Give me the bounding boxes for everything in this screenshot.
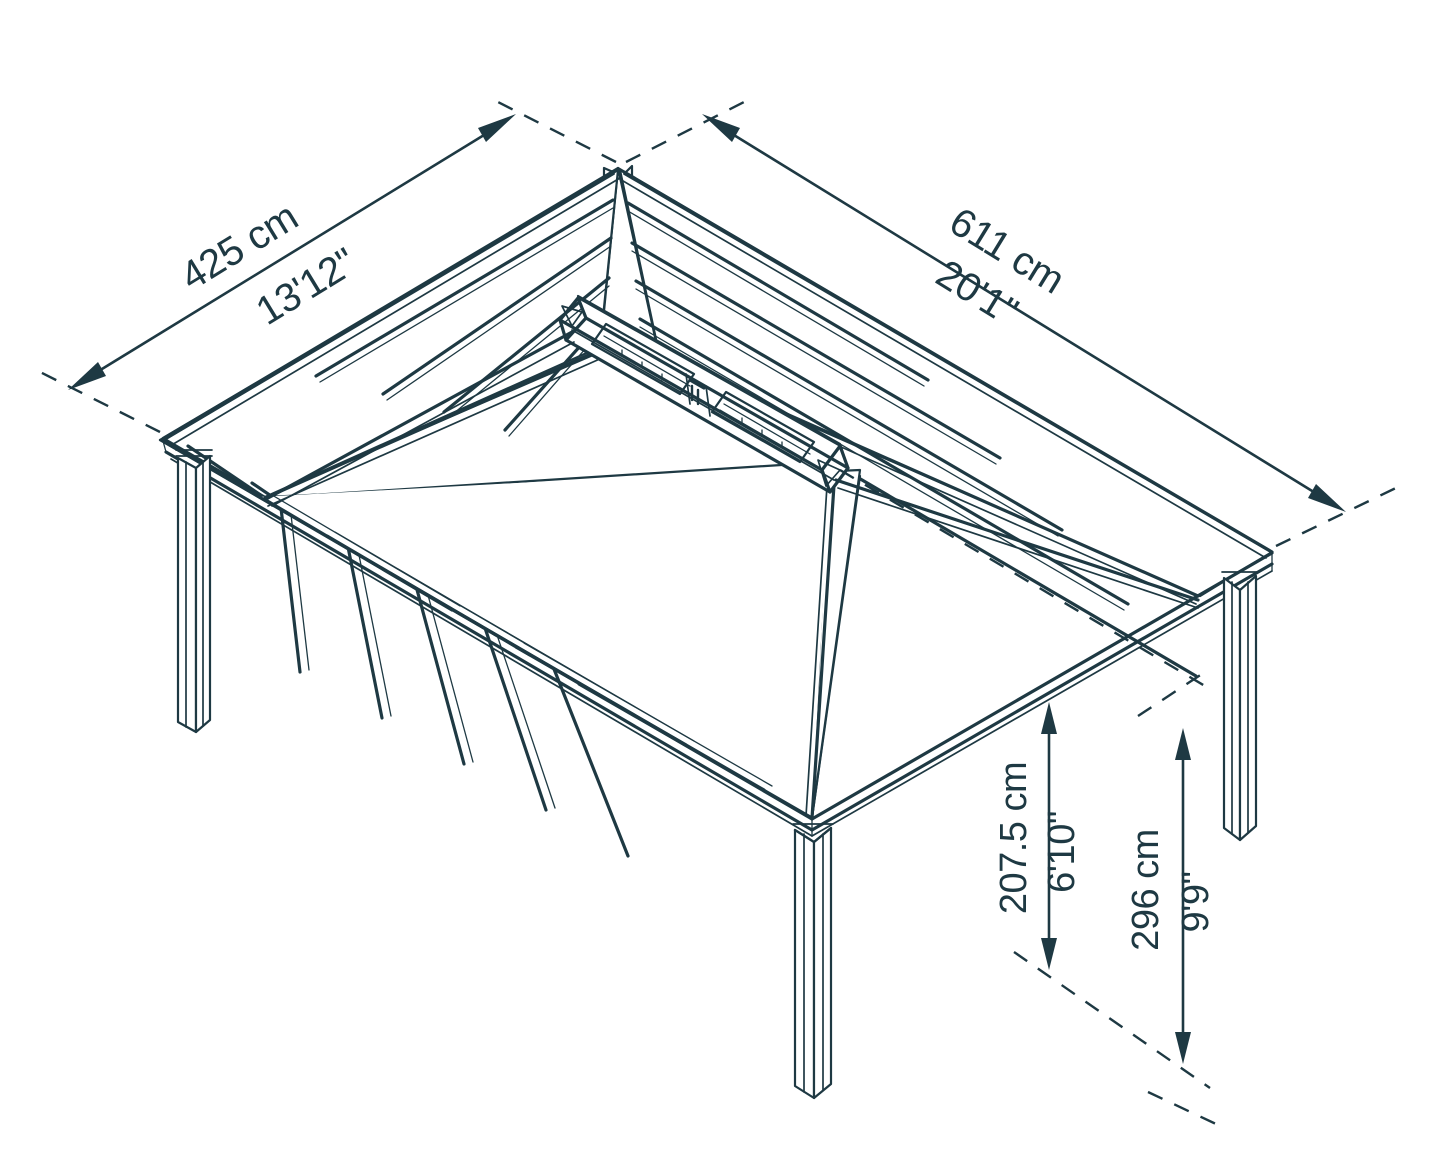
hidden-edge-dashed	[839, 468, 1206, 688]
arrowhead-lower-right	[1308, 484, 1346, 512]
post-right	[1221, 571, 1259, 842]
arrowhead-eave-top	[1041, 702, 1057, 734]
dimension-eave-metric: 207.5 cm	[993, 762, 1035, 914]
ridge-cross-beams	[266, 330, 1200, 609]
dimension-ridge-imperial: 9'9"	[1175, 871, 1217, 932]
post-left	[175, 449, 213, 734]
dimension-ridge-height: 296 cm 9'9"	[1125, 668, 1217, 1126]
dimension-eave-imperial: 6'10"	[1041, 811, 1083, 893]
ridge-skylight-vent	[558, 294, 850, 494]
dimension-eave-height: 207.5 cm 6'10"	[993, 702, 1211, 1089]
arrowhead-ridge-top	[1175, 728, 1191, 760]
arrowhead-ridge-bottom	[1175, 1032, 1191, 1064]
dimension-ridge-metric: 296 cm	[1125, 829, 1167, 951]
arrowhead-eave-bottom	[1041, 938, 1057, 970]
post-front	[792, 823, 834, 1100]
arrowhead-upper	[478, 114, 516, 142]
roof-eave-beams	[161, 173, 1274, 837]
arrowhead-upper-right	[702, 114, 740, 142]
arrowhead-left	[68, 362, 106, 390]
